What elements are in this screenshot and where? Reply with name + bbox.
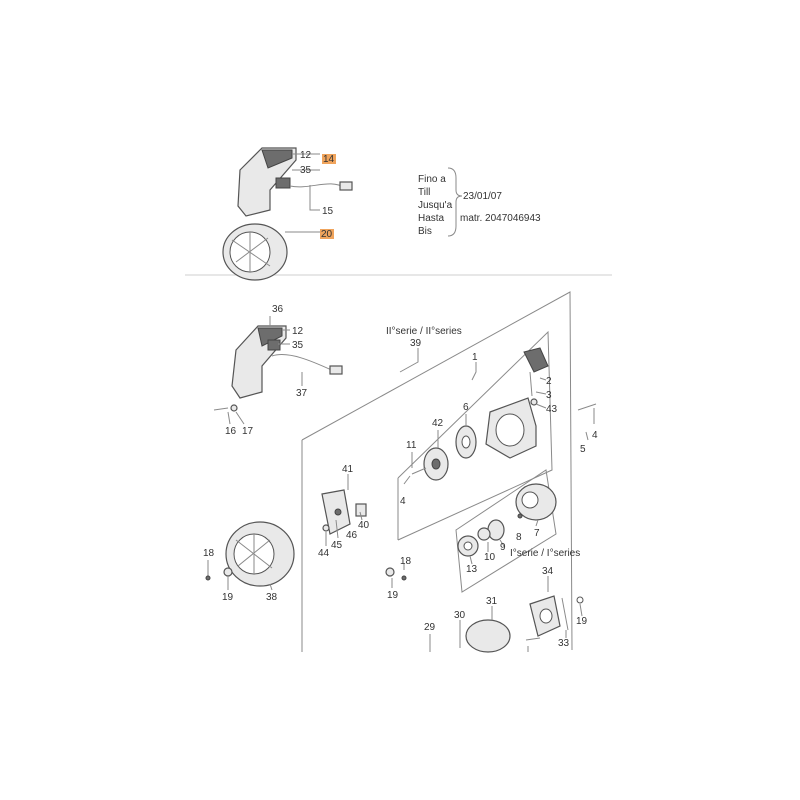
- callout: 13: [466, 564, 478, 575]
- series-ii-label: II°serie / II°series: [386, 326, 462, 337]
- ignition-coil-new: [231, 325, 343, 399]
- callout: 4: [592, 430, 598, 441]
- callout: 34: [542, 566, 554, 577]
- callout: 18: [400, 556, 412, 567]
- callout: 40: [358, 520, 370, 531]
- callout: 19: [222, 592, 234, 603]
- starter-frame: [397, 330, 553, 541]
- series-i-frame: [455, 469, 557, 593]
- note-line: Hasta: [418, 213, 445, 224]
- highlight-box: [322, 154, 336, 164]
- callout: 45: [331, 540, 343, 551]
- callout-highlight: 20: [321, 229, 333, 240]
- callout: 6: [463, 402, 469, 413]
- callout: 39: [410, 338, 422, 349]
- note-line: Bis: [418, 226, 432, 237]
- note-serial: matr. 2047046943: [460, 213, 541, 224]
- callout: 31: [486, 596, 498, 607]
- callout: 29: [424, 622, 436, 633]
- callout-highlight: 14: [323, 154, 335, 165]
- starter-handle: [523, 347, 549, 406]
- series-ii-frame: [301, 291, 573, 652]
- callout: 11: [406, 440, 417, 451]
- callout: 44: [318, 548, 330, 559]
- clutch-drum: [515, 483, 557, 521]
- callout: 41: [342, 464, 354, 475]
- callout: 36: [272, 304, 284, 315]
- clutch-shoe: [487, 519, 505, 541]
- callout: 5: [580, 444, 586, 455]
- clutch-assembly-i: [529, 595, 569, 637]
- highlight-box: [320, 229, 334, 239]
- flywheel-old: [222, 223, 288, 281]
- callout: 19: [576, 616, 588, 627]
- callout: 12: [292, 326, 304, 337]
- callout: 2: [546, 376, 552, 387]
- callout: 16: [225, 426, 237, 437]
- callout: 7: [534, 528, 540, 539]
- callout: 30: [454, 610, 466, 621]
- callout: 43: [546, 404, 558, 415]
- ignition-coil-old: [237, 147, 353, 217]
- pawl-assembly: [321, 489, 367, 535]
- callout: 35: [300, 165, 312, 176]
- callout: 18: [203, 548, 215, 559]
- note-line: Fino a: [418, 174, 446, 185]
- note-line: Jusqu'a: [418, 200, 453, 211]
- callout: 1: [472, 352, 478, 363]
- note-line: Till: [418, 187, 430, 198]
- callout: 35: [292, 340, 304, 351]
- callout: 19: [387, 590, 399, 601]
- callout: 17: [242, 426, 254, 437]
- callout: 15: [322, 206, 334, 217]
- note-date: 23/01/07: [463, 191, 502, 202]
- callout: 12: [300, 150, 312, 161]
- callout: 33: [558, 638, 570, 649]
- callout: 46: [346, 530, 358, 541]
- flywheel-new: [225, 521, 295, 587]
- callout: 4: [400, 496, 406, 507]
- starter-housing: [485, 397, 537, 459]
- callout: 9: [500, 542, 506, 553]
- callout: 3: [546, 390, 552, 401]
- callout: 37: [296, 388, 308, 399]
- callout: 42: [432, 418, 444, 429]
- series-i-label: I°serie / I°series: [510, 548, 580, 559]
- callout: 8: [516, 532, 522, 543]
- callout: 38: [266, 592, 278, 603]
- callout: 10: [484, 552, 496, 563]
- clutch-drum-lower: [465, 619, 511, 653]
